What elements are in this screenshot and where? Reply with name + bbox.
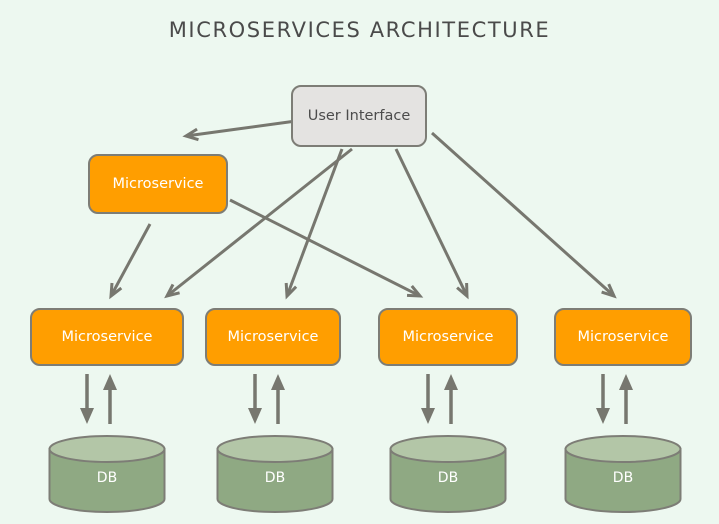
microservice-node-4-label: Microservice <box>577 329 669 345</box>
service-3-db-read <box>444 374 458 424</box>
database-node[interactable]: DB <box>216 435 334 513</box>
ui-to-service-4 <box>394 148 469 300</box>
cylinder-shape <box>389 435 507 513</box>
gateway-to-service-1 <box>109 223 152 300</box>
gateway-microservice-node-label: Microservice <box>112 176 204 192</box>
database-node[interactable]: DB <box>389 435 507 513</box>
service-4-db-read <box>619 374 633 424</box>
microservice-node-3-label: Microservice <box>402 329 494 345</box>
ui-to-gateway-service <box>182 119 297 142</box>
ui-to-service-3 <box>284 148 344 300</box>
user-interface-node-label: User Interface <box>307 108 411 124</box>
microservice-node-1[interactable]: Microservice <box>30 308 184 366</box>
page-title: MICROSERVICES ARCHITECTURE <box>168 18 551 42</box>
microservice-node-2-label: Microservice <box>227 329 319 345</box>
microservice-node-3[interactable]: Microservice <box>378 308 518 366</box>
user-interface-node[interactable]: User Interface <box>291 85 427 147</box>
service-3-db-write <box>421 374 435 424</box>
cylinder-shape <box>564 435 682 513</box>
cylinder-shape <box>216 435 334 513</box>
service-2-db-read <box>271 374 285 424</box>
service-1-db-read <box>103 374 117 424</box>
service-4-db-write <box>596 374 610 424</box>
database-node[interactable]: DB <box>564 435 682 513</box>
microservice-node-1-label: Microservice <box>61 329 153 345</box>
service-2-db-write <box>248 374 262 424</box>
gateway-to-service-4 <box>229 198 424 298</box>
ui-to-service-5 <box>430 131 617 299</box>
microservice-node-4[interactable]: Microservice <box>554 308 692 366</box>
gateway-microservice-node[interactable]: Microservice <box>88 154 228 214</box>
service-1-db-write <box>80 374 94 424</box>
microservice-node-2[interactable]: Microservice <box>205 308 341 366</box>
database-node[interactable]: DB <box>48 435 166 513</box>
cylinder-shape <box>48 435 166 513</box>
